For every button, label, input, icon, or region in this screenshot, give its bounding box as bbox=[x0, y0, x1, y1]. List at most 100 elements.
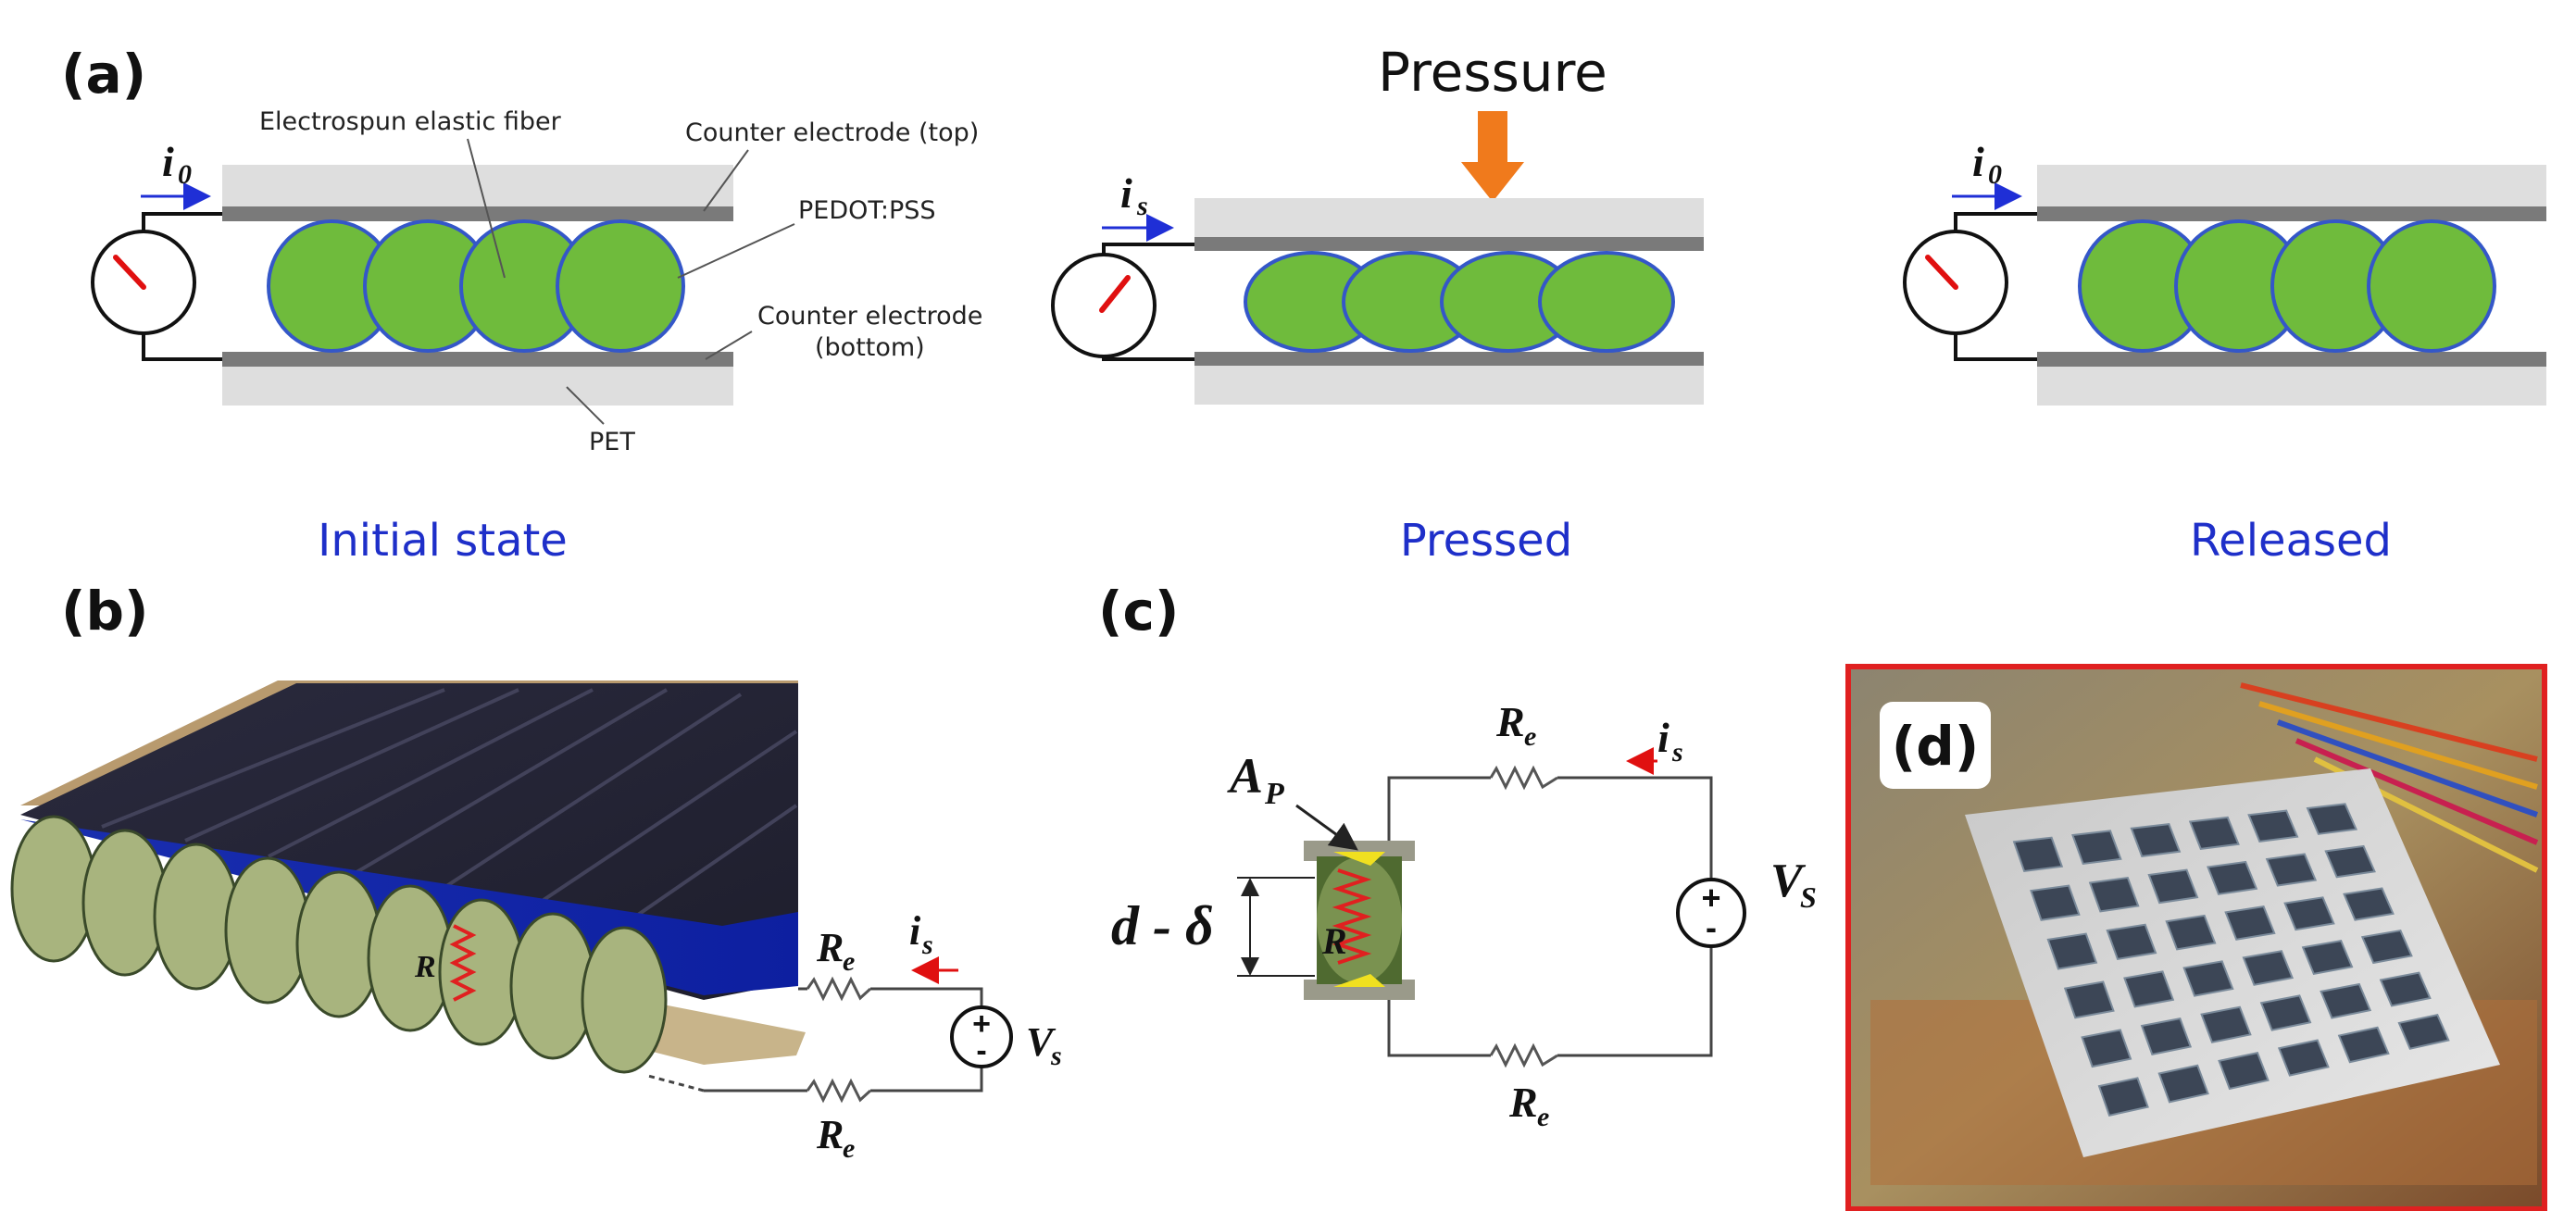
sensor-pixel bbox=[2147, 868, 2199, 905]
re-bottom-symbol: R bbox=[816, 1112, 844, 1157]
fiber-label: Electrospun elastic fiber bbox=[259, 107, 562, 136]
photo-frame bbox=[1845, 664, 2547, 1211]
fiber bbox=[556, 219, 685, 353]
panel-b-label: (b) bbox=[61, 580, 149, 643]
bottom-counter-electrode bbox=[222, 352, 733, 367]
circuit-wire bbox=[704, 987, 983, 1092]
bottom-electrode-leader-line bbox=[705, 331, 753, 360]
source-plus: + bbox=[1701, 879, 1720, 917]
sensor-pixel bbox=[2207, 860, 2258, 895]
re-top-subscript: e bbox=[1524, 721, 1536, 752]
sensor-pixel bbox=[2337, 1026, 2390, 1064]
bottom-electrode-label-line2: (bottom) bbox=[815, 333, 925, 362]
initial-state-label: Initial state bbox=[318, 515, 568, 567]
panel-a: (a) i 0 Electrospun elastic fiber Counte… bbox=[61, 41, 2546, 567]
ammeter-icon bbox=[1903, 230, 2008, 335]
panel-a-label: (a) bbox=[61, 43, 146, 106]
vs-subscript: S bbox=[1800, 880, 1817, 914]
sensor-pixel bbox=[2306, 803, 2358, 835]
vs-symbol: V bbox=[1026, 1019, 1057, 1065]
current-i0-subscript: 0 bbox=[1988, 159, 2002, 190]
sensor-pixel bbox=[2218, 1051, 2270, 1091]
sensor-pixel bbox=[2343, 887, 2395, 921]
voltage-source-icon bbox=[950, 1005, 1013, 1068]
vs-subscript: s bbox=[1050, 1041, 1062, 1071]
initial-state-diagram: i 0 Electrospun elastic fiber Counter el… bbox=[91, 107, 982, 567]
sensor-pixel bbox=[2030, 884, 2081, 921]
source-minus: - bbox=[1706, 908, 1717, 946]
sensor-pixel bbox=[2140, 1017, 2193, 1056]
current-i0-subscript: 0 bbox=[178, 159, 192, 190]
resistor-re-bottom-icon bbox=[1489, 1042, 1558, 1068]
pressed-state-diagram: Pressure i s Pressed bbox=[1051, 41, 1704, 567]
re-bottom-subscript: e bbox=[843, 1133, 855, 1164]
sensor-pixel bbox=[2224, 905, 2276, 941]
sensor-pixel bbox=[2063, 980, 2115, 1019]
ammeter-needle bbox=[113, 255, 146, 290]
panel-b: (b) R bbox=[10, 580, 1062, 1164]
sensor-pixel bbox=[2081, 1029, 2132, 1068]
current-i0-symbol: i bbox=[162, 138, 174, 185]
resistor-re-top-icon bbox=[1489, 765, 1558, 791]
coating-label: PEDOT:PSS bbox=[798, 196, 936, 225]
fiber bbox=[2367, 219, 2496, 353]
voltage-source-icon bbox=[1676, 878, 1746, 948]
sensor-pixel-grid bbox=[2012, 803, 2450, 1117]
sensor-pixel bbox=[2397, 1014, 2450, 1050]
bottom-electrode-label-line1: Counter electrode bbox=[757, 302, 982, 331]
sensor-pixel bbox=[2123, 970, 2175, 1008]
source-minus: - bbox=[976, 1033, 986, 1068]
top-electrode-label: Counter electrode (top) bbox=[685, 119, 979, 147]
top-electrode-leader-line bbox=[703, 149, 749, 212]
ammeter-needle bbox=[1099, 275, 1131, 313]
released-state-label: Released bbox=[2190, 515, 2392, 567]
panel-d: (d) bbox=[1845, 664, 2547, 1211]
sensor-pixel bbox=[2046, 932, 2098, 970]
area-ap-symbol: A bbox=[1227, 748, 1263, 804]
sensor-pixel bbox=[2324, 844, 2376, 879]
current-is-subscript: s bbox=[1671, 737, 1683, 768]
re-top-symbol: R bbox=[1495, 698, 1525, 745]
fiber-row bbox=[10, 815, 668, 1074]
area-ap-subscript: P bbox=[1264, 777, 1284, 811]
sensor-pixel bbox=[2088, 876, 2140, 913]
sensor-pixel bbox=[2097, 1077, 2149, 1117]
pet-leader-line bbox=[566, 386, 605, 425]
released-state-diagram: i 0 Released bbox=[1903, 138, 2546, 567]
current-is-symbol: i bbox=[1120, 169, 1132, 217]
top-counter-electrode bbox=[1194, 237, 1704, 251]
current-is-subscript: s bbox=[1136, 191, 1148, 221]
sensor-pixel bbox=[2265, 853, 2318, 887]
fiber-resistor-label: R bbox=[414, 950, 436, 984]
re-bottom-symbol: R bbox=[1508, 1079, 1538, 1126]
circuit-wire bbox=[1387, 776, 1713, 1057]
fiber-resistor-icon bbox=[1332, 868, 1372, 965]
sensor-pixel bbox=[2157, 1064, 2209, 1104]
resistor-re-bottom-icon bbox=[806, 1078, 872, 1104]
sensor-pixel bbox=[2277, 1039, 2330, 1077]
circuit-wire-dashed bbox=[647, 1074, 705, 1092]
panel-c: (c) R A P d - δ R e R e i s + - V S bbox=[1098, 580, 1817, 1132]
bottom-pet-layer bbox=[2037, 367, 2546, 406]
fiber-resistor-label: R bbox=[1321, 920, 1347, 962]
re-top-subscript: e bbox=[843, 946, 855, 977]
source-plus: + bbox=[972, 1006, 991, 1042]
sensor-pixel bbox=[2301, 940, 2354, 975]
top-pet-layer bbox=[1194, 198, 1704, 237]
bottom-counter-electrode bbox=[1194, 352, 1704, 366]
top-counter-electrode bbox=[222, 206, 733, 221]
photo-wires bbox=[2240, 682, 2539, 873]
sensor-pixel bbox=[2283, 896, 2335, 931]
fabric-stripes bbox=[101, 688, 798, 942]
panel-d-label-box bbox=[1880, 702, 1991, 789]
pressure-arrow-icon bbox=[1461, 111, 1524, 202]
re-top-symbol: R bbox=[816, 925, 844, 970]
fiber-leader-line bbox=[467, 138, 506, 279]
pet-label: PET bbox=[589, 428, 635, 456]
current-is-symbol: i bbox=[909, 908, 921, 954]
sensor-pixel bbox=[2130, 823, 2182, 858]
sensor-pixel bbox=[2200, 1005, 2252, 1043]
sensor-pixel bbox=[2165, 914, 2217, 951]
ammeter-icon bbox=[91, 230, 196, 335]
